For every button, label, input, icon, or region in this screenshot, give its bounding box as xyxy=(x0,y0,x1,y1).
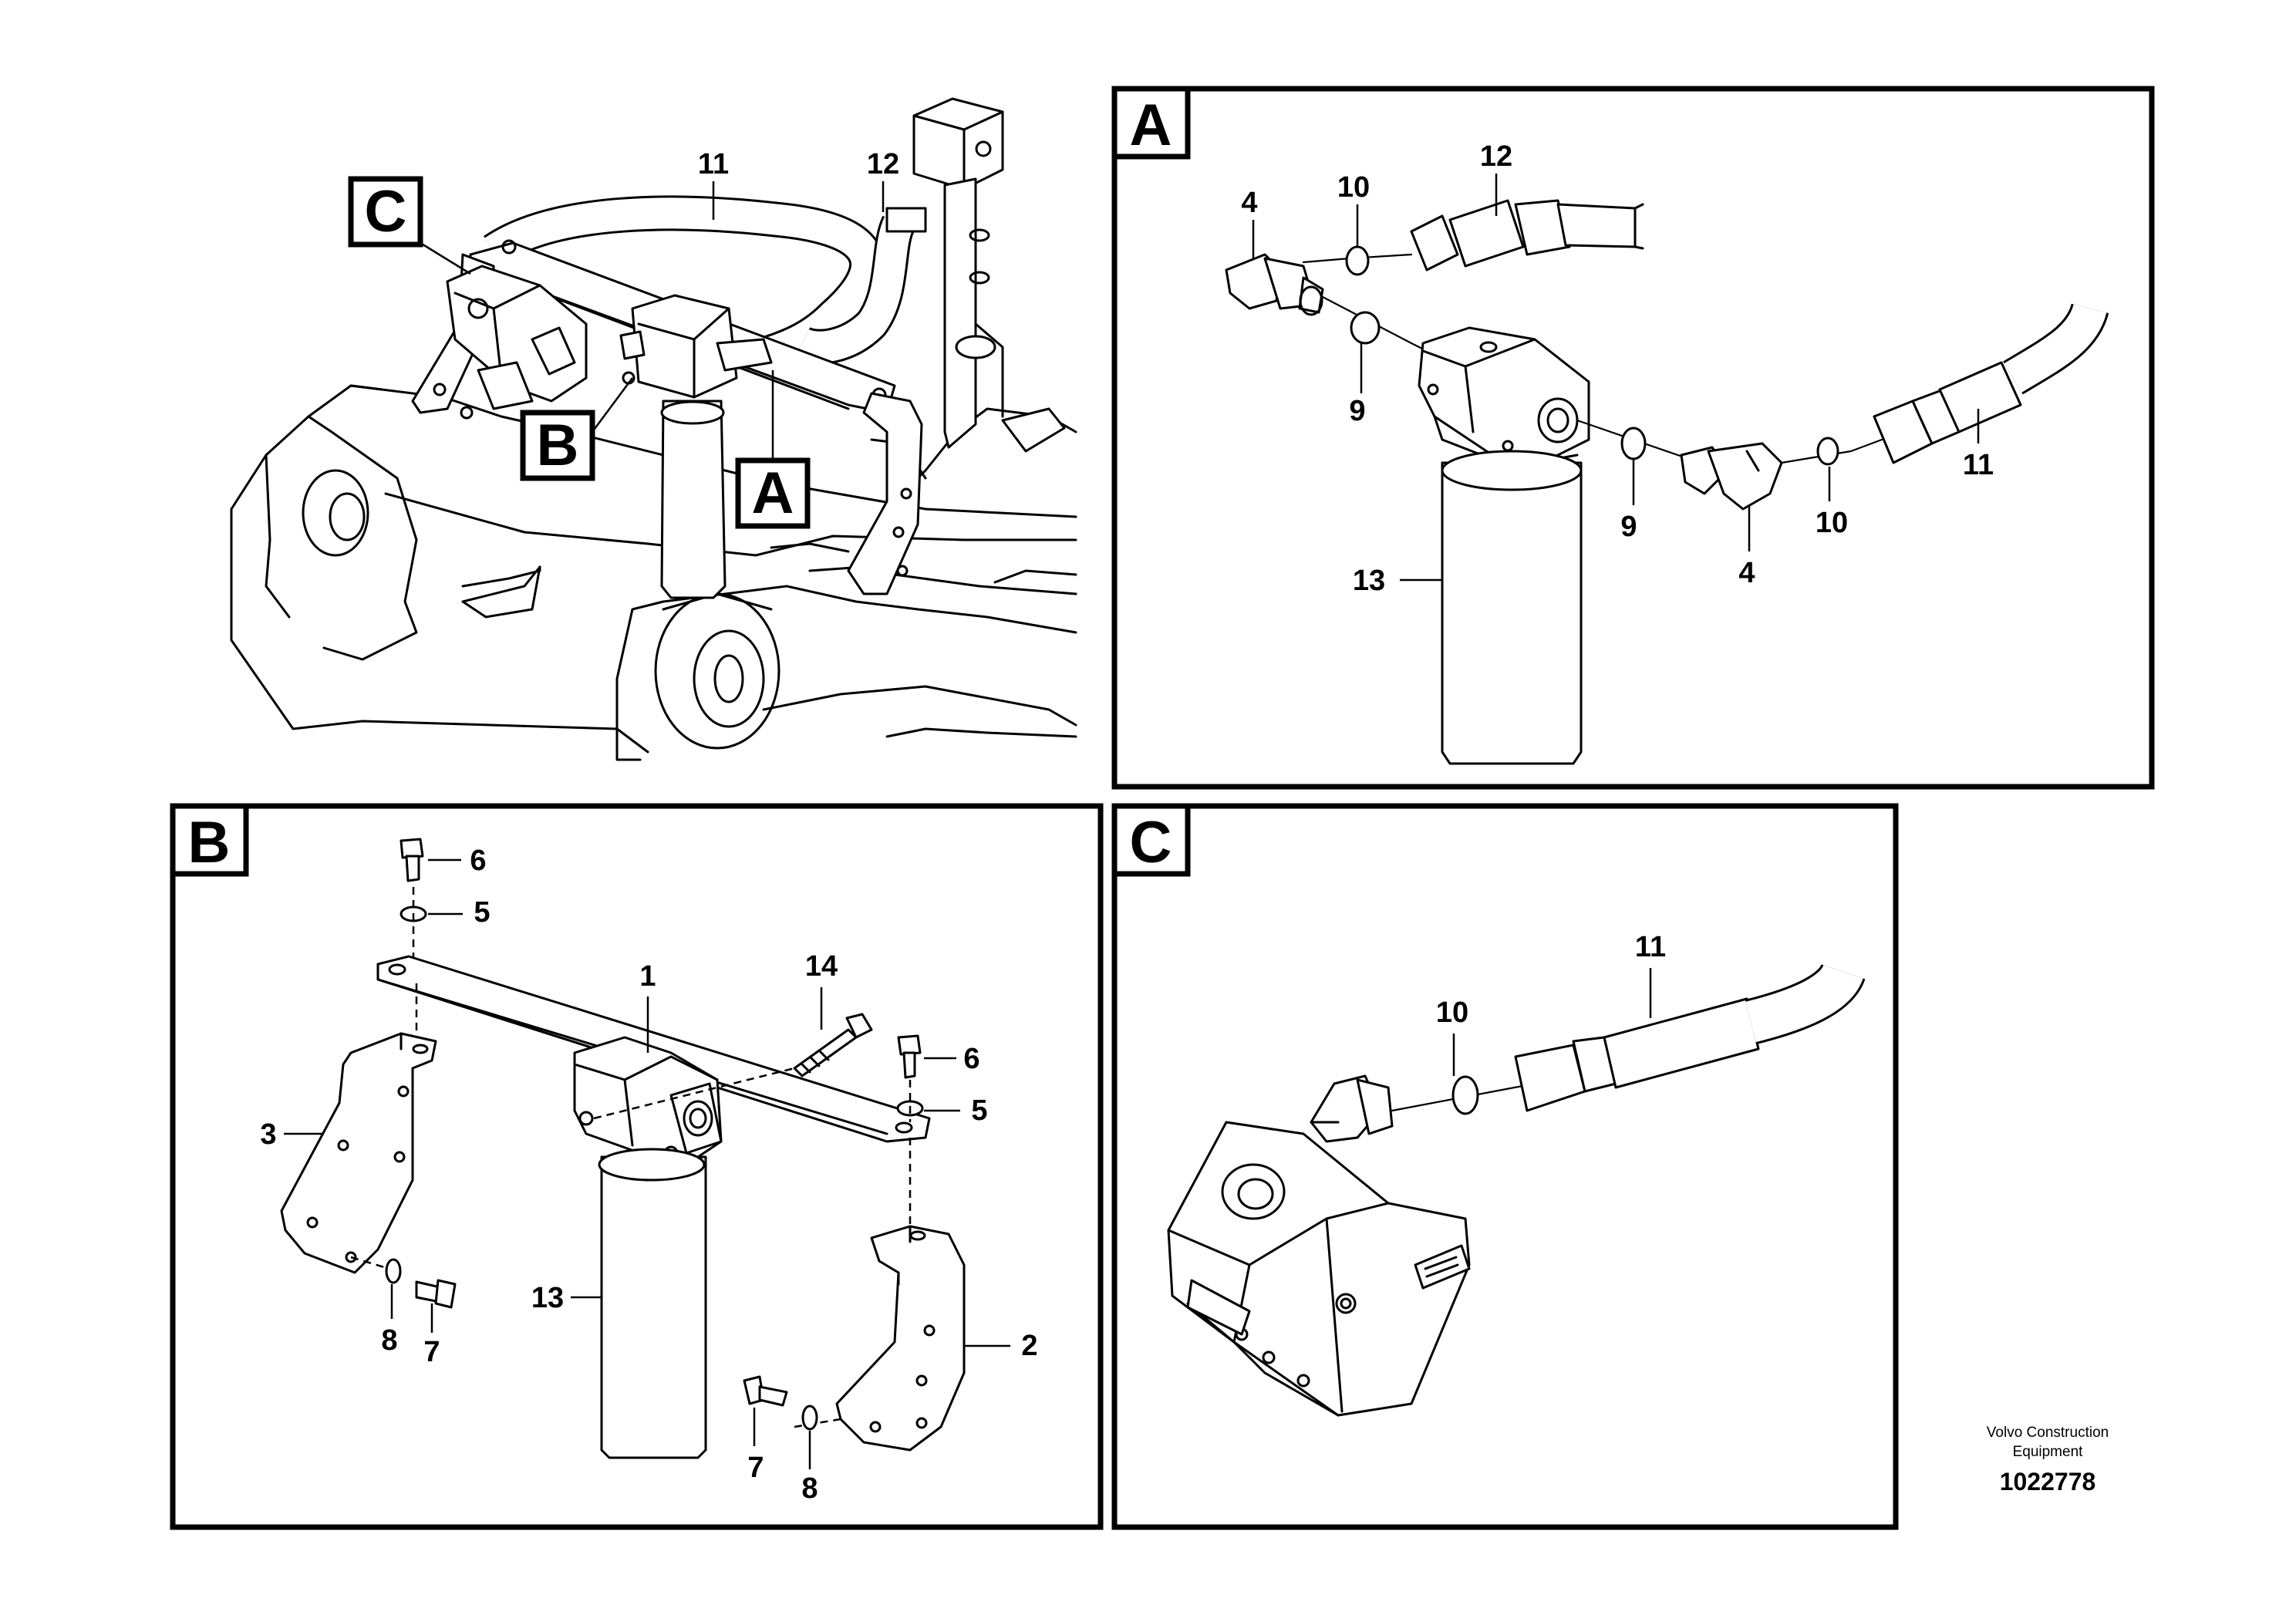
callouts-C: 11 10 xyxy=(1436,931,1666,1076)
callout-A-adapter-left: 4 xyxy=(1241,187,1257,219)
callout-B-bracket-left: 3 xyxy=(260,1118,276,1151)
marker-A[interactable]: A xyxy=(735,370,811,529)
callout-B-screw-right: 6 xyxy=(963,1043,979,1075)
detail-A: A xyxy=(1111,86,2155,790)
screw-6-top-left xyxy=(400,838,427,968)
callout-B-washer-bottom-mid: 8 xyxy=(801,1472,818,1505)
callout-A-hose-top: 12 xyxy=(1480,140,1512,173)
callout-B-washer-bottom-left: 8 xyxy=(381,1324,397,1357)
marker-C-letter: C xyxy=(365,179,407,244)
callout-A-hose-right: 11 xyxy=(1963,449,1994,481)
callouts-A: 4 10 12 9 13 9 4 10 11 xyxy=(1241,140,1994,597)
callout-C-oring: 10 xyxy=(1436,996,1468,1029)
marker-B-letter: B xyxy=(537,413,579,478)
screw-14 xyxy=(793,1013,873,1077)
callout-B-washer-top-left: 5 xyxy=(474,896,490,929)
washer-8-bottom-mid xyxy=(801,1404,818,1431)
callout-main-hose-return: 11 xyxy=(698,148,729,180)
detail-C-frame xyxy=(1111,803,1899,1530)
footer-drawing-number: 1022778 xyxy=(2000,1468,2096,1496)
valve-block-C xyxy=(1167,1074,1471,1417)
footer-company-line1: Volvo Construction xyxy=(1987,1425,2109,1441)
marker-B[interactable]: B xyxy=(520,377,634,481)
callout-B-filter-element: 13 xyxy=(531,1282,564,1314)
detail-C-badge xyxy=(1111,803,1191,877)
screw-6-right xyxy=(896,1034,924,1122)
filter-head-A xyxy=(1418,326,1590,765)
bracket-3 xyxy=(280,983,437,1274)
callout-A-filter: 13 xyxy=(1353,565,1385,597)
callout-A-oring-right: 9 xyxy=(1620,511,1637,543)
callout-B-filter-head: 1 xyxy=(639,960,656,993)
detail-A-frame xyxy=(1111,86,2155,790)
callout-B-screw-bottom-mid: 7 xyxy=(747,1452,764,1484)
callout-A-adapter-right: 4 xyxy=(1738,557,1755,589)
marker-A-letter: A xyxy=(752,460,794,526)
oring-10-top xyxy=(1345,245,1370,276)
callout-B-washer-right: 5 xyxy=(971,1094,987,1127)
hose-11-C xyxy=(1514,962,1866,1112)
callout-B-long-screw: 14 xyxy=(805,950,838,983)
detail-B-frame xyxy=(170,803,1104,1530)
main-overview: 11 12 C B A xyxy=(230,97,1077,761)
detail-B: B xyxy=(170,803,1104,1530)
detail-A-letter: A xyxy=(1130,93,1172,158)
callouts-B: 6 5 1 14 6 5 3 8 7 13 2 7 8 xyxy=(260,845,1037,1505)
callout-A-oring-left: 9 xyxy=(1349,395,1365,427)
adapter-4-right xyxy=(1680,442,1783,511)
screw-7-bottom-left xyxy=(415,1279,457,1309)
washer-8-bottom-left xyxy=(385,1258,402,1284)
detail-A-badge xyxy=(1111,86,1191,160)
detail-C: C xyxy=(1111,803,1899,1530)
detail-C-letter: C xyxy=(1130,810,1172,875)
callout-A-oring-right2: 10 xyxy=(1816,507,1848,539)
detail-B-badge xyxy=(170,803,249,877)
filter-head-1 xyxy=(573,1036,811,1459)
hoses-main xyxy=(483,195,927,372)
oring-10-C xyxy=(1451,1075,1479,1115)
hose-11-detail-A xyxy=(1873,302,2109,464)
screw-7-bottom-mid xyxy=(743,1375,788,1407)
bracket-2 xyxy=(794,1138,966,1452)
detail-B-letter: B xyxy=(188,810,231,875)
oring-9-right xyxy=(1620,427,1647,460)
oring-9-left xyxy=(1350,311,1381,345)
footer: Volvo Construction Equipment 1022778 xyxy=(1987,1425,2109,1496)
callout-C-hose: 11 xyxy=(1635,931,1666,963)
valve-block xyxy=(912,97,1066,453)
callout-B-bracket-right: 2 xyxy=(1021,1330,1037,1362)
callout-A-oring-top: 10 xyxy=(1337,171,1370,204)
oring-10-right xyxy=(1816,437,1839,466)
callout-main-hose-pressure: 12 xyxy=(867,148,899,180)
hose-12-detail-A xyxy=(1410,199,1644,271)
callout-B-screw-top-left: 6 xyxy=(470,845,486,877)
filter-assembly-main xyxy=(411,239,923,599)
footer-company-line2: Equipment xyxy=(2013,1444,2084,1460)
callouts-main: 11 12 xyxy=(698,148,899,220)
callout-B-screw-bottom-left: 7 xyxy=(423,1336,440,1368)
adapter-4-left xyxy=(1225,253,1324,316)
marker-C[interactable]: C xyxy=(348,176,471,275)
